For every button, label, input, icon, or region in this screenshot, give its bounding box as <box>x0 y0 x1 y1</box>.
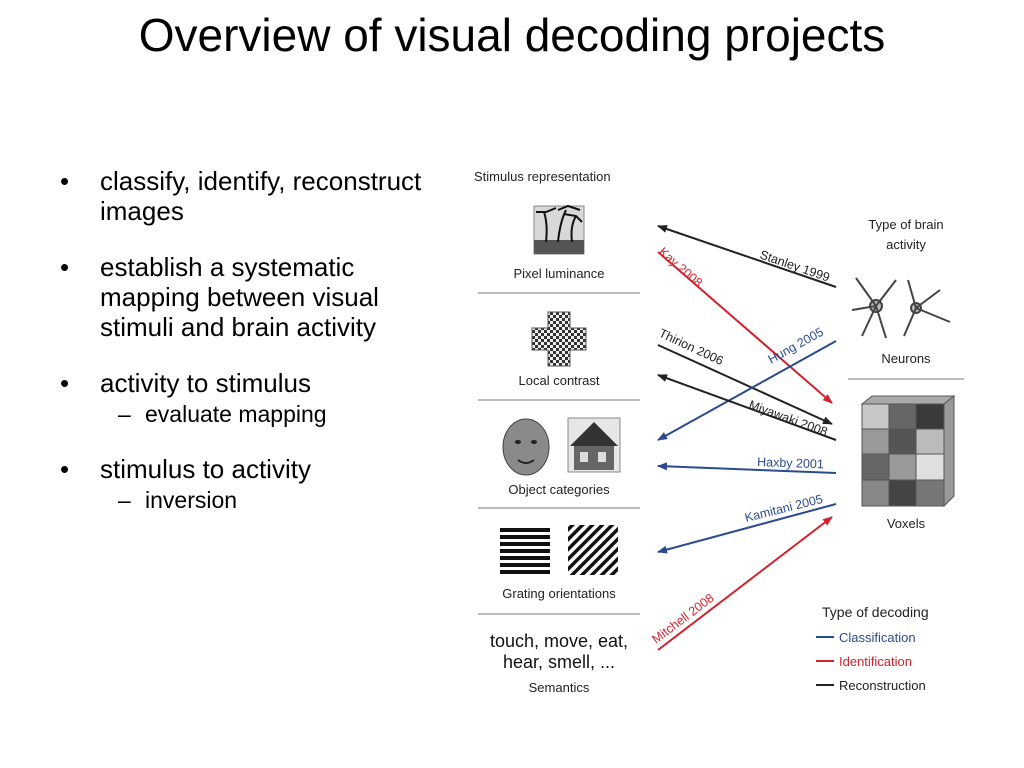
study-label: Thirion 2006 <box>657 326 726 368</box>
bullet-item: • classify, identify, reconstruct images <box>60 166 450 226</box>
arrow-thirion <box>657 344 833 425</box>
study-label: Hung 2005 <box>766 325 826 367</box>
sub-bullet-item: – evaluate mapping <box>100 400 450 428</box>
bullet-text: activity to stimulus <box>100 368 311 398</box>
bullet-item: • activity to stimulus – evaluate mappin… <box>60 368 450 428</box>
legend-label: Classification <box>839 630 916 645</box>
decoding-heading: Type of decoding <box>822 604 929 620</box>
neurons-label: Neurons <box>881 351 931 366</box>
bullet-glyph: • <box>60 368 70 398</box>
stimulus-label: Semantics <box>529 680 590 695</box>
stimulus-label: Grating orientations <box>502 586 616 601</box>
decoding-diagram: Stimulus representation Pixel luminance … <box>474 169 964 695</box>
diagonal-grating-icon <box>568 525 618 575</box>
sub-bullet-item: – inversion <box>100 486 450 514</box>
stimulus-label: Object categories <box>508 482 610 497</box>
palm-image-icon <box>533 204 585 255</box>
arrow-miyawaki <box>657 374 837 441</box>
bullet-item: • establish a systematic mapping between… <box>60 252 450 342</box>
bullet-text: stimulus to activity <box>100 454 311 484</box>
arrow-hung <box>657 340 837 441</box>
stimulus-label: Pixel luminance <box>513 266 604 281</box>
face-image-icon <box>502 418 550 476</box>
brain-heading: Type of brain <box>868 217 943 232</box>
bullet-glyph: • <box>60 166 70 196</box>
bullet-glyph: • <box>60 252 70 282</box>
sub-bullet-text: evaluate mapping <box>145 401 327 427</box>
bullet-item: • stimulus to activity – inversion <box>60 454 450 514</box>
checker-cross-icon <box>531 311 587 367</box>
bullet-list: • classify, identify, reconstruct images… <box>60 166 450 540</box>
legend-label: Reconstruction <box>839 678 926 693</box>
bullet-text: establish a systematic mapping between v… <box>100 252 379 342</box>
study-label: Mitchell 2008 <box>649 591 716 647</box>
brain-heading: activity <box>886 237 926 252</box>
study-label: Haxby 2001 <box>757 455 824 471</box>
arrow-kay <box>657 251 833 404</box>
voxel-cube-icon <box>860 394 956 508</box>
neurons-icon <box>851 277 951 339</box>
sub-bullet-glyph: – <box>118 487 131 513</box>
arrow-kamitani <box>657 503 837 554</box>
horizontal-grating-icon <box>500 525 550 575</box>
study-label: Kamitani 2005 <box>743 492 824 525</box>
semantics-words: hear, smell, ... <box>503 652 615 672</box>
study-label: Stanley 1999 <box>758 248 832 285</box>
bullet-glyph: • <box>60 454 70 484</box>
sub-bullet-glyph: – <box>118 401 131 427</box>
arrow-mitchell <box>657 516 833 651</box>
arrow-haxby <box>657 462 837 474</box>
house-image-icon <box>567 417 621 473</box>
bullet-text: classify, identify, reconstruct images <box>100 166 422 226</box>
arrow-stanley <box>657 225 837 288</box>
semantics-words: touch, move, eat, <box>490 631 628 651</box>
voxels-label: Voxels <box>887 516 926 531</box>
legend-label: Identification <box>839 654 912 669</box>
sub-bullet-text: inversion <box>145 487 238 513</box>
stimulus-heading: Stimulus representation <box>474 169 611 184</box>
study-label: Kay 2008 <box>656 245 705 290</box>
stimulus-label: Local contrast <box>519 373 600 388</box>
slide-title: Overview of visual decoding projects <box>138 9 886 61</box>
